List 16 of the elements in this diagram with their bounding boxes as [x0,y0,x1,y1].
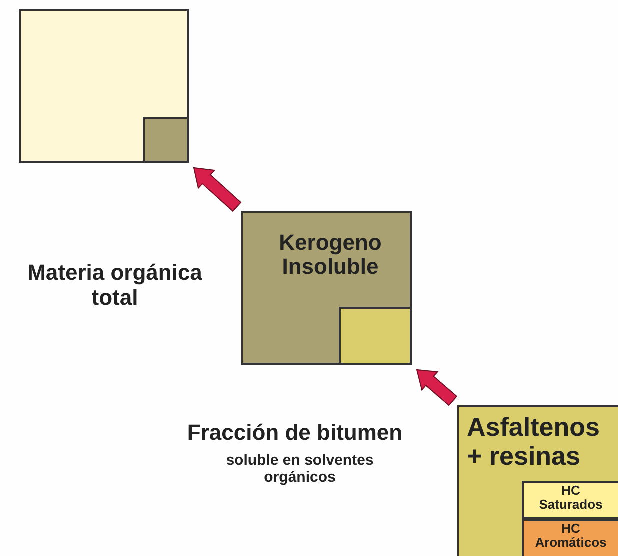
box-label: Kerogeno Insoluble [278,229,383,280]
fraction-box [522,481,618,519]
fraction-box [522,519,618,556]
block-arrow [193,167,242,212]
fraction-square [339,307,412,365]
fraction-box [241,211,412,365]
annotation-text: Materia orgánica total [26,260,204,311]
box-label: Asfaltenos + resinas [466,411,601,470]
box-label: HC Aromáticos [534,522,608,551]
fraction-square [19,9,189,163]
block-arrow [416,369,458,406]
annotation-text: Fracción de bitumen [186,420,404,446]
fraction-box [457,405,618,556]
box-label: HC Saturados [538,484,604,513]
fraction-square [143,117,189,163]
annotation-text: soluble en solventes orgánicos [225,452,375,486]
